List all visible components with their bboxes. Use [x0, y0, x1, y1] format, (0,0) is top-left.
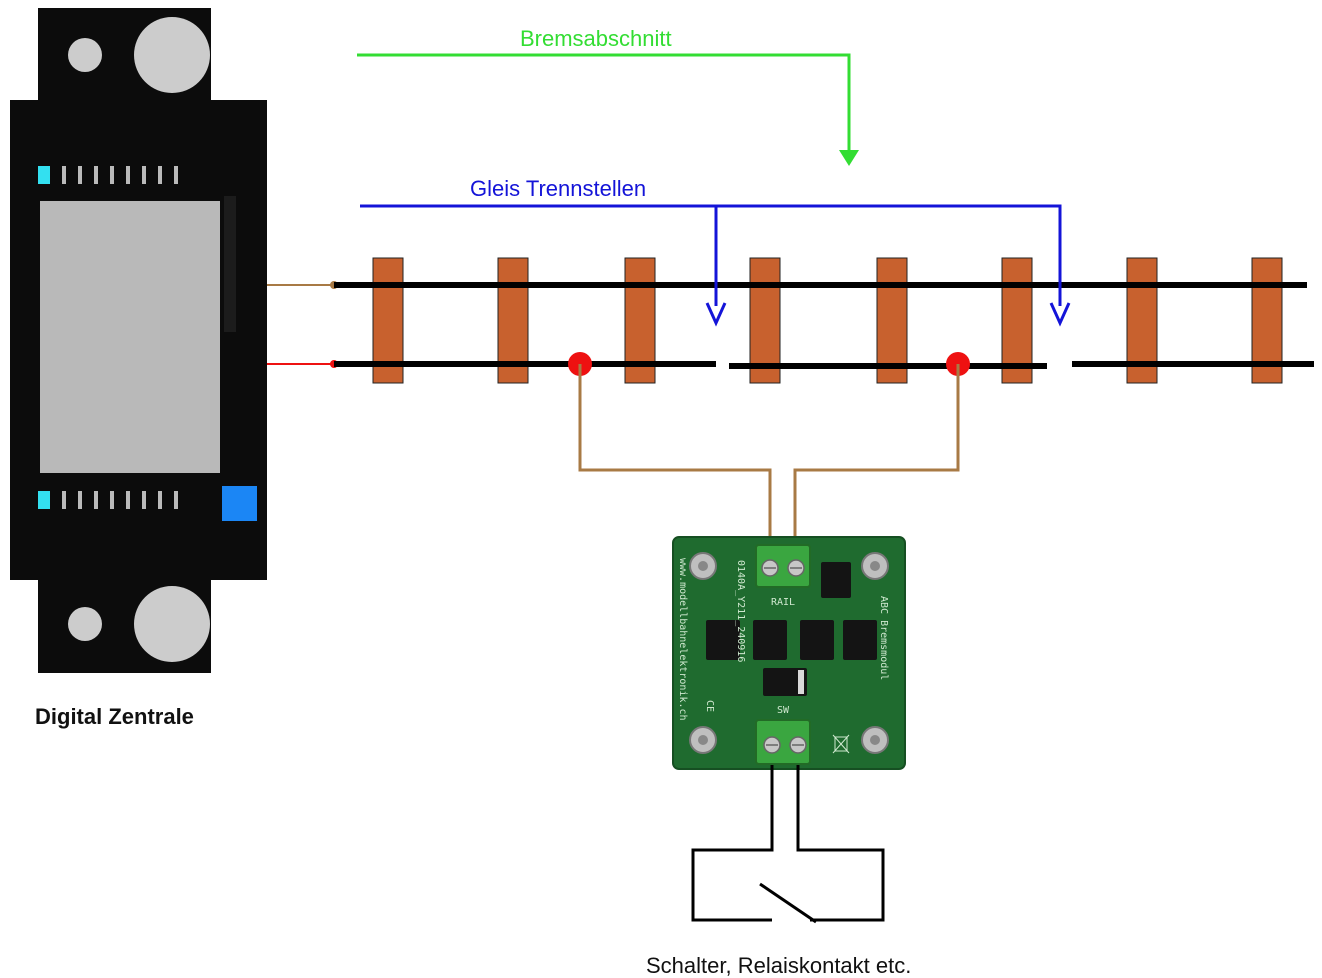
switch-contact: [759, 882, 817, 924]
ce-mark: CE: [704, 700, 715, 712]
zentrale-blue-button: [222, 486, 257, 521]
zentrale-side-slot: [224, 196, 236, 332]
module-url-silkscreen: www.modellbahnelektronik.ch: [677, 558, 688, 721]
zentrale-top-small-knob: [68, 38, 102, 72]
pcb-component: [800, 620, 834, 660]
weee-bin-icon: [832, 734, 850, 754]
module-name-silkscreen: ABC Bremsmodul: [878, 596, 889, 680]
zentrale-bottom-large-knob: [134, 586, 210, 662]
zentrale-led-row-top: [38, 166, 178, 184]
abc-bremsmodul: RAIL SW www.modellbahnelektronik.ch 0140…: [672, 536, 906, 770]
switch-wire-left: [691, 765, 774, 922]
sleeper: [749, 257, 781, 384]
switch-wire-right: [796, 765, 885, 922]
schalter-label: Schalter, Relaiskontakt etc.: [646, 953, 911, 978]
pcb-component: [706, 620, 740, 660]
sleeper: [876, 257, 908, 384]
pcb-component: [763, 668, 807, 696]
zentrale-led-row-bottom: [38, 491, 178, 509]
zentrale-bottom-small-knob: [68, 607, 102, 641]
sw-silkscreen: SW: [777, 705, 790, 716]
trennstellen-arrow-line-right: [360, 204, 1062, 306]
trennstellen-arrowhead-right: [1049, 302, 1071, 327]
rail-silkscreen: RAIL: [771, 597, 795, 608]
pcb-component: [821, 562, 851, 598]
trennstellen-label: Gleis Trennstellen: [470, 176, 646, 201]
pcb-component: [843, 620, 877, 660]
rail-wire-2: [793, 364, 960, 565]
bremsabschnitt-arrowhead: [839, 150, 859, 166]
bremsabschnitt-arrow-line: [357, 53, 851, 152]
zentrale-top-large-knob: [134, 17, 210, 93]
zentrale-screen: [40, 201, 220, 473]
pcb-component: [753, 620, 787, 660]
module-code-silkscreen: 0140A_Y211_240916: [735, 560, 746, 662]
digital-zentrale: [10, 8, 267, 673]
bremsabschnitt-label: Bremsabschnitt: [520, 26, 672, 51]
trennstellen-arrowhead-left: [705, 302, 727, 327]
zentrale-label: Digital Zentrale: [35, 704, 194, 729]
sleeper: [1001, 257, 1033, 384]
rail-wire-1: [578, 364, 772, 565]
